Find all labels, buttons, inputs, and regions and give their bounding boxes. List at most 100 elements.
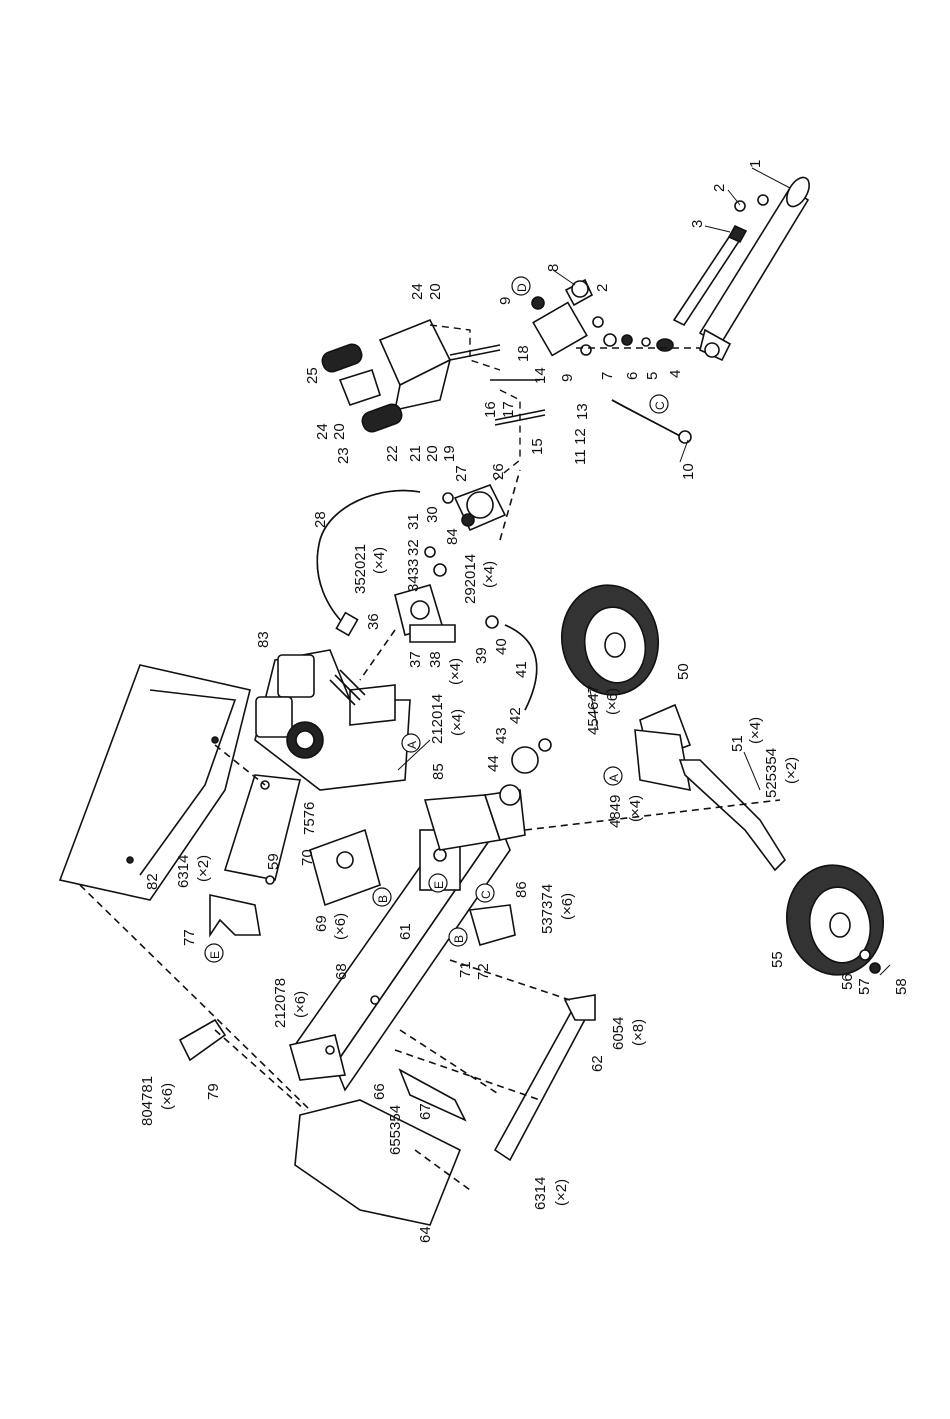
label-15: 15 <box>529 438 546 455</box>
label-212014: 212014 <box>429 694 446 744</box>
pressure-hose <box>316 489 421 637</box>
label-655354: 655354 <box>387 1105 404 1155</box>
label-1: 1 <box>747 160 764 168</box>
label-3: 3 <box>689 220 706 228</box>
label-x8: (×8) <box>630 1019 647 1046</box>
label-x4d: (×4) <box>449 709 466 736</box>
label-57: 57 <box>856 978 873 995</box>
label-50: 50 <box>675 663 692 680</box>
label-B2: B <box>452 935 466 943</box>
label-43: 43 <box>493 727 510 744</box>
ref-circle-e2 <box>204 943 224 963</box>
label-6314a: 6314 <box>175 855 192 888</box>
engine-bracket <box>223 774 301 885</box>
label-3433: 3433 <box>405 559 422 592</box>
label-77: 77 <box>181 929 198 946</box>
label-56: 56 <box>839 973 856 990</box>
label-70: 70 <box>299 849 316 866</box>
label-6: 6 <box>624 372 641 380</box>
rail-62 <box>493 994 596 1162</box>
label-62: 62 <box>589 1055 606 1072</box>
label-352021: 352021 <box>352 544 369 594</box>
label-C2: C <box>479 890 493 899</box>
label-19: 19 <box>441 445 458 462</box>
label-32: 32 <box>405 539 422 556</box>
label-8: 8 <box>545 264 562 272</box>
label-E2: E <box>208 951 222 959</box>
label-454647: 454647 <box>585 685 602 735</box>
label-12: 12 <box>572 428 589 445</box>
label-20b: 20 <box>331 423 348 440</box>
label-30: 30 <box>424 506 441 523</box>
label-22: 22 <box>384 445 401 462</box>
label-14: 14 <box>532 367 549 384</box>
label-18: 18 <box>515 345 532 362</box>
label-39: 39 <box>473 647 490 664</box>
label-6314b: 6314 <box>532 1177 549 1210</box>
parts-drawing <box>58 176 885 1226</box>
label-x2a: (×2) <box>783 757 800 784</box>
callout-leaders <box>397 167 891 976</box>
label-C: C <box>653 401 667 410</box>
engine <box>254 649 411 791</box>
label-24b: 24 <box>314 423 331 440</box>
hydraulic-pump <box>442 484 507 532</box>
label-59: 59 <box>265 853 282 870</box>
plate-70 <box>309 828 381 907</box>
wheel-upper <box>560 584 660 696</box>
label-x4f: (×4) <box>627 795 644 822</box>
label-79: 79 <box>205 1083 222 1100</box>
label-44: 44 <box>485 755 502 772</box>
label-x6c: (×6) <box>559 893 576 920</box>
label-27: 27 <box>453 465 470 482</box>
label-21: 21 <box>407 445 424 462</box>
label-85: 85 <box>430 763 447 780</box>
bracket-71-72 <box>468 904 516 946</box>
tongue-hitch <box>423 738 552 851</box>
label-36: 36 <box>365 613 382 630</box>
label-4849: 4849 <box>607 795 624 828</box>
label-40: 40 <box>493 638 510 655</box>
label-7: 7 <box>599 372 616 380</box>
label-25: 25 <box>304 367 321 384</box>
valve-handle-assembly <box>321 318 546 481</box>
label-68: 68 <box>333 963 350 980</box>
guard-64 <box>294 1099 462 1226</box>
control-valve <box>531 278 700 357</box>
label-83: 83 <box>255 631 272 648</box>
ref-circle-c <box>649 394 669 414</box>
label-13: 13 <box>574 403 591 420</box>
label-11: 11 <box>572 449 589 465</box>
label-38: 38 <box>427 651 444 668</box>
label-51: 51 <box>729 735 746 752</box>
label-23: 23 <box>335 447 352 464</box>
label-84: 84 <box>444 528 461 545</box>
label-9: 9 <box>497 297 514 305</box>
label-x6b: (×6) <box>332 913 349 940</box>
label-37: 37 <box>407 651 424 668</box>
label-20c: 20 <box>424 445 441 462</box>
label-26: 26 <box>490 463 507 480</box>
label-2b: 2 <box>594 284 611 292</box>
label-212078: 212078 <box>272 978 289 1028</box>
label-9b: 9 <box>559 374 576 382</box>
label-66: 66 <box>371 1083 388 1100</box>
label-6054: 6054 <box>610 1017 627 1050</box>
bracket-66-67 <box>398 1068 467 1122</box>
label-x2c: (×2) <box>553 1179 570 1206</box>
label-16: 16 <box>482 401 499 418</box>
label-A2: A <box>607 774 621 782</box>
label-72: 72 <box>475 963 492 980</box>
label-42: 42 <box>507 707 524 724</box>
label-x4a: (×4) <box>371 547 388 574</box>
label-64: 64 <box>417 1226 434 1243</box>
main-beam <box>288 809 511 1092</box>
label-A1: A <box>405 741 419 749</box>
label-D: D <box>515 283 529 292</box>
suction-hose <box>485 615 538 711</box>
label-525354: 525354 <box>763 748 780 798</box>
label-E1: E <box>432 881 446 889</box>
ref-circle-a2 <box>603 766 623 786</box>
ref-circle-b2 <box>448 927 468 947</box>
bracket-77 <box>209 894 261 938</box>
